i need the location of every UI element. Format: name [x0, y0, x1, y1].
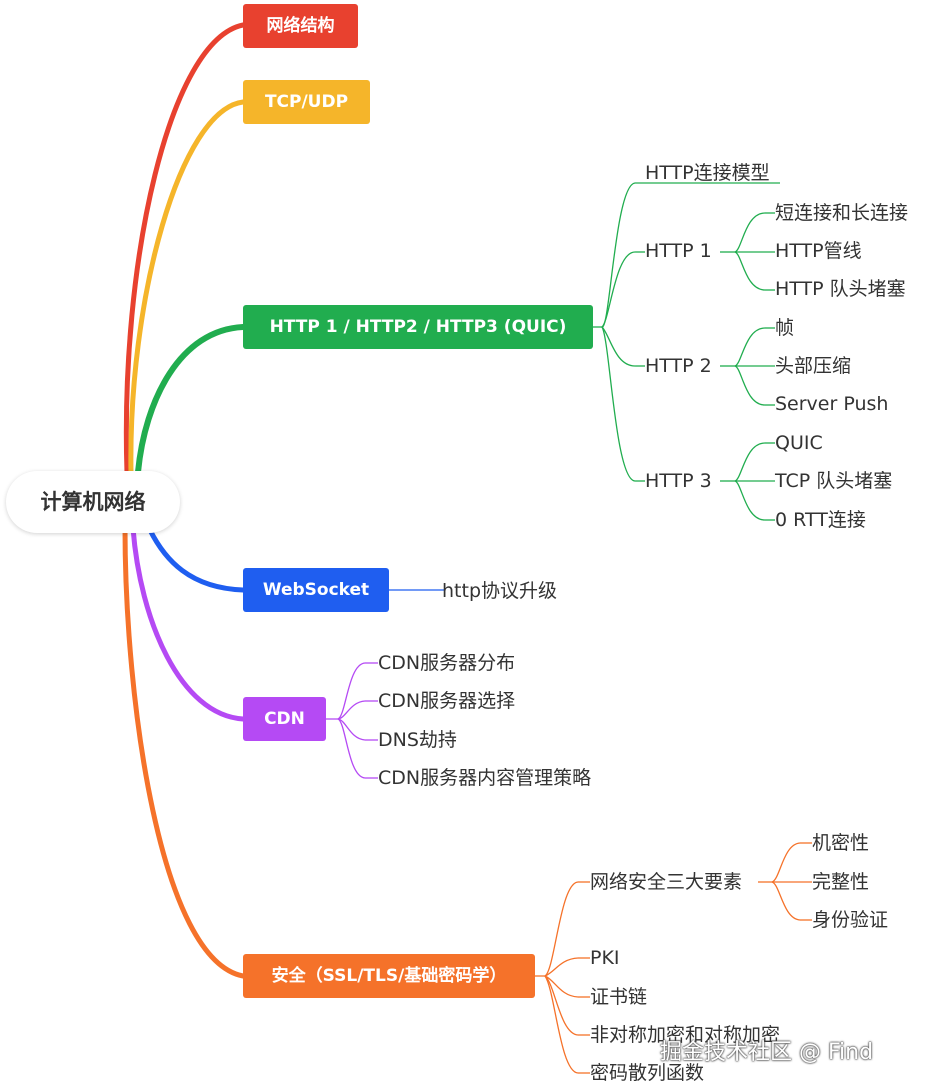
branch-security[interactable]: 安全（SSL/TLS/基础密码学）	[243, 954, 535, 998]
node-http-upgrade[interactable]: http协议升级	[442, 580, 558, 602]
node-cdn-selection[interactable]: CDN服务器选择	[378, 690, 516, 712]
node-http-pipeline[interactable]: HTTP管线	[775, 240, 862, 262]
connector-http	[135, 324, 246, 475]
connector-security	[122, 525, 246, 979]
cdn-subtree-lines	[326, 662, 378, 779]
node-authentication[interactable]: 身份验证	[812, 909, 889, 931]
node-hash-function[interactable]: 密码散列函数	[590, 1062, 705, 1084]
node-integrity[interactable]: 完整性	[812, 871, 870, 893]
connector-websocket	[147, 527, 246, 593]
node-dns-hijack[interactable]: DNS劫持	[378, 729, 457, 751]
node-http-hol-blocking[interactable]: HTTP 队头堵塞	[775, 278, 906, 300]
node-frame[interactable]: 帧	[775, 317, 795, 339]
connector-cdn	[130, 525, 246, 722]
node-asym-sym-encryption[interactable]: 非对称加密和对称加密	[590, 1024, 781, 1046]
node-cdn-distribution[interactable]: CDN服务器分布	[378, 652, 516, 674]
http-subtree-lines	[593, 182, 780, 521]
connector-network-structure	[123, 22, 246, 476]
node-http1[interactable]: HTTP 1	[645, 240, 712, 262]
root-node[interactable]: 计算机网络	[6, 471, 180, 533]
node-confidentiality[interactable]: 机密性	[812, 832, 870, 854]
node-security-three-elements[interactable]: 网络安全三大要素	[590, 871, 743, 893]
branch-tcp-udp[interactable]: TCP/UDP	[243, 80, 370, 124]
node-quic[interactable]: QUIC	[775, 432, 823, 454]
node-cdn-content-strategy[interactable]: CDN服务器内容管理策略	[378, 767, 592, 789]
node-cert-chain[interactable]: 证书链	[590, 986, 648, 1008]
branch-cdn[interactable]: CDN	[243, 697, 326, 741]
node-http3[interactable]: HTTP 3	[645, 470, 712, 492]
node-http-connection-model[interactable]: HTTP连接模型	[645, 162, 770, 184]
node-http2[interactable]: HTTP 2	[645, 355, 712, 377]
node-short-long-connection[interactable]: 短连接和长连接	[775, 202, 909, 224]
branch-http[interactable]: HTTP 1 / HTTP2 / HTTP3 (QUIC)	[243, 305, 593, 349]
branch-network-structure[interactable]: 网络结构	[243, 4, 358, 48]
branch-websocket[interactable]: WebSocket	[243, 568, 389, 612]
security-subtree-lines	[535, 842, 812, 1074]
connector-tcp-udp	[128, 99, 246, 476]
node-server-push[interactable]: Server Push	[775, 393, 889, 415]
node-header-compression[interactable]: 头部压缩	[775, 355, 852, 377]
node-pki[interactable]: PKI	[590, 947, 620, 969]
node-tcp-hol-blocking[interactable]: TCP 队头堵塞	[775, 470, 893, 492]
node-0rtt-connection[interactable]: 0 RTT连接	[775, 509, 866, 531]
watermark: 掘金技术社区 @ Find	[660, 1040, 874, 1065]
